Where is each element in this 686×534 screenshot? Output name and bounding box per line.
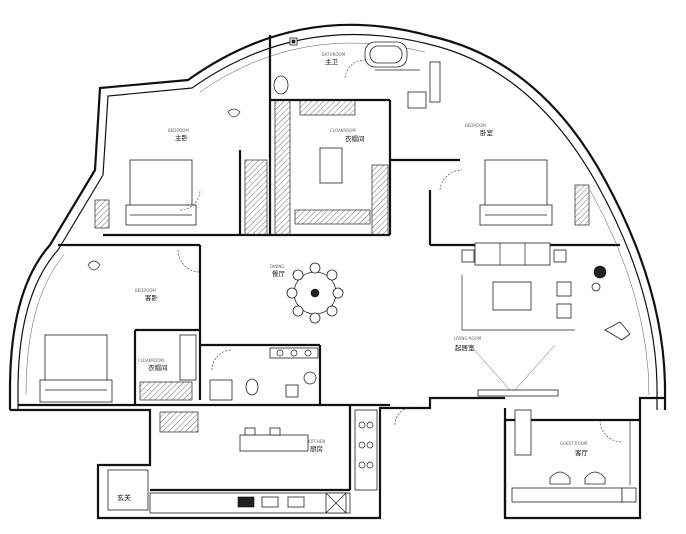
bedroom-east-name: 卧室 bbox=[480, 128, 494, 137]
bedroom-west-name: 客卧 bbox=[145, 293, 159, 302]
master-bedroom: BEDROOM 主卧 bbox=[94, 108, 241, 229]
cloak-small: CLOAKROOM 衣帽间 bbox=[138, 334, 197, 401]
kitchen-code: KITCHEN bbox=[308, 439, 325, 444]
cloakroom: CLOAKROOM 衣帽间 bbox=[244, 99, 389, 236]
dining-name: 餐厅 bbox=[272, 269, 286, 278]
bath-code: BATHROOM bbox=[322, 52, 346, 57]
living-name: 起居室 bbox=[455, 343, 475, 352]
dining-code: DINING bbox=[270, 264, 285, 269]
bath-name: 主卫 bbox=[325, 57, 339, 66]
kitchen-name: 厨房 bbox=[310, 444, 323, 453]
kitchen: 玄关 KITCHEN 厨房 bbox=[107, 406, 414, 514]
guest-code: GUEST ROOM bbox=[560, 441, 588, 446]
bedroom-west: BEDROOM 客卧 bbox=[39, 249, 201, 403]
cloak-small-code: CLOAKROOM bbox=[138, 358, 164, 363]
bedroom-east-code: BEDROOM bbox=[465, 123, 486, 128]
bedroom-east: BEDROOM 卧室 bbox=[439, 123, 590, 226]
guest-room: GUEST ROOM 客厅 bbox=[511, 409, 637, 503]
master-bedroom-code: BEDROOM bbox=[168, 128, 189, 133]
cloakroom-name: 衣帽间 bbox=[345, 134, 365, 143]
master-bedroom-name: 主卧 bbox=[175, 133, 189, 142]
entry-label: 玄关 bbox=[117, 493, 131, 502]
bedroom-west-code: BEDROOM bbox=[135, 288, 156, 293]
dining: DINING 餐厅 bbox=[270, 262, 344, 324]
guest-name: 客厅 bbox=[575, 448, 589, 457]
living-code: LIVING ROOM bbox=[454, 336, 482, 341]
cloak-small-name: 衣帽间 bbox=[148, 363, 168, 372]
bathroom: BATHROOM 主卫 bbox=[273, 37, 441, 109]
living-room: LIVING ROOM 起居室 bbox=[454, 242, 631, 397]
interior-walls bbox=[18, 35, 640, 518]
kitchen-core bbox=[159, 347, 319, 433]
cloakroom-code: CLOAKROOM bbox=[330, 128, 356, 133]
